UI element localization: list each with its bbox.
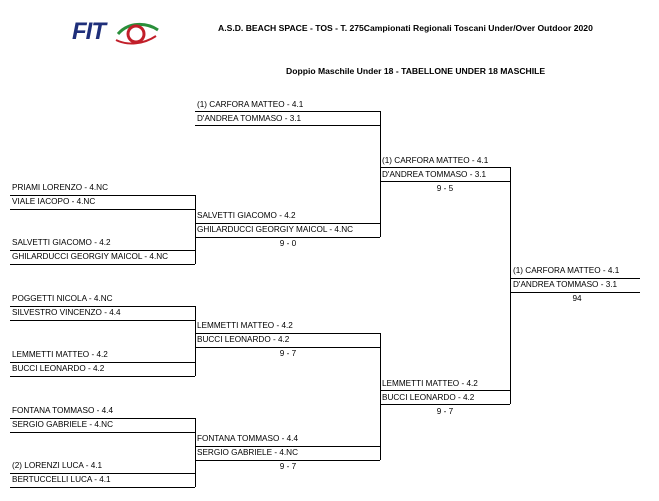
r1-m3-line-2 bbox=[10, 320, 195, 321]
r2-m3-player-1: LEMMETTI MATTEO - 4.2 bbox=[197, 321, 293, 330]
r2-m2-player-2: GHILARDUCCI GEORGIY MAICOL - 4.NC bbox=[197, 225, 354, 234]
r1-m5-line-1 bbox=[10, 418, 195, 419]
tournament-title: A.S.D. BEACH SPACE - TOS - T. 275Campion… bbox=[218, 23, 593, 33]
r1-m6-player-1: (2) LORENZI LUCA - 4.1 bbox=[12, 461, 103, 470]
r1-m6-line-2 bbox=[10, 487, 195, 488]
r1-m1-line-1 bbox=[10, 195, 195, 196]
r1-m2-line-1 bbox=[10, 250, 195, 251]
r2-connector-1 bbox=[380, 111, 381, 237]
sf-m1-player-2: D'ANDREA TOMMASO - 3.1 bbox=[382, 170, 487, 179]
sf-m1-line-2 bbox=[380, 181, 510, 182]
r1-connector-2 bbox=[195, 306, 196, 376]
r2-m1-player-1: (1) CARFORA MATTEO - 4.1 bbox=[197, 100, 304, 109]
r2-m2-player-1: SALVETTI GIACOMO - 4.2 bbox=[197, 211, 296, 220]
final-line-1 bbox=[510, 278, 640, 279]
r2-m3-score: 9 - 7 bbox=[279, 349, 297, 358]
r2-m4-score: 9 - 7 bbox=[279, 462, 297, 471]
final-player-1: (1) CARFORA MATTEO - 4.1 bbox=[513, 266, 620, 275]
sf-m2-player-1: LEMMETTI MATTEO - 4.2 bbox=[382, 379, 478, 388]
r1-m2-line-2 bbox=[10, 264, 195, 265]
tennis-ball-icon bbox=[115, 23, 159, 45]
r2-m2-line-2 bbox=[195, 237, 380, 238]
r1-m1-player-2: VIALE IACOPO - 4.NC bbox=[12, 197, 96, 206]
fit-logo: FIT bbox=[72, 18, 162, 48]
r2-m1-player-2: D'ANDREA TOMMASO - 3.1 bbox=[197, 114, 302, 123]
r1-m4-player-1: LEMMETTI MATTEO - 4.2 bbox=[12, 350, 108, 359]
r2-m4-line-1 bbox=[195, 446, 380, 447]
r2-connector-2 bbox=[380, 333, 381, 460]
r1-connector-1 bbox=[195, 195, 196, 264]
r2-m3-player-2: BUCCI LEONARDO - 4.2 bbox=[197, 335, 290, 344]
r1-m4-line-2 bbox=[10, 376, 195, 377]
r1-m2-player-1: SALVETTI GIACOMO - 4.2 bbox=[12, 238, 111, 247]
sf-m1-score: 9 - 5 bbox=[436, 184, 454, 193]
r1-connector-3 bbox=[195, 418, 196, 487]
sf-m2-player-2: BUCCI LEONARDO - 4.2 bbox=[382, 393, 475, 402]
sf-m2-line-2 bbox=[380, 404, 510, 405]
r1-m5-line-2 bbox=[10, 432, 195, 433]
fit-logo-text: FIT bbox=[72, 18, 106, 45]
r2-m4-player-2: SERGIO GABRIELE - 4.NC bbox=[197, 448, 299, 457]
r1-m3-player-1: POGGETTI NICOLA - 4.NC bbox=[12, 294, 113, 303]
r2-m1-line-1 bbox=[195, 111, 380, 112]
draw-title: Doppio Maschile Under 18 - TABELLONE UND… bbox=[286, 66, 546, 76]
r2-m4-line-2 bbox=[195, 460, 380, 461]
sf-m2-line-1 bbox=[380, 390, 510, 391]
sf-m2-score: 9 - 7 bbox=[436, 407, 454, 416]
r1-m3-player-2: SILVESTRO VINCENZO - 4.4 bbox=[12, 308, 121, 317]
final-player-2: D'ANDREA TOMMASO - 3.1 bbox=[513, 280, 618, 289]
sf-m1-player-1: (1) CARFORA MATTEO - 4.1 bbox=[382, 156, 489, 165]
r1-m3-line-1 bbox=[10, 306, 195, 307]
final-line-2 bbox=[510, 292, 640, 293]
r2-m3-line-2 bbox=[195, 347, 380, 348]
r2-m1-line-2 bbox=[195, 125, 380, 126]
r1-m5-player-2: SERGIO GABRIELE - 4.NC bbox=[12, 420, 114, 429]
final-score: 94 bbox=[572, 294, 582, 303]
r1-m4-player-2: BUCCI LEONARDO - 4.2 bbox=[12, 364, 105, 373]
r1-m1-player-1: PRIAMI LORENZO - 4.NC bbox=[12, 183, 108, 192]
r1-m6-line-1 bbox=[10, 473, 195, 474]
r2-m2-score: 9 - 0 bbox=[279, 239, 297, 248]
r1-m2-player-2: GHILARDUCCI GEORGIY MAICOL - 4.NC bbox=[12, 252, 169, 261]
r1-m6-player-2: BERTUCCELLI LUCA - 4.1 bbox=[12, 475, 111, 484]
r2-m3-line-1 bbox=[195, 333, 380, 334]
r1-m1-line-2 bbox=[10, 209, 195, 210]
r2-m4-player-1: FONTANA TOMMASO - 4.4 bbox=[197, 434, 298, 443]
r2-m2-line-1 bbox=[195, 223, 380, 224]
r1-m4-line-1 bbox=[10, 362, 195, 363]
sf-connector bbox=[510, 167, 511, 404]
sf-m1-line-1 bbox=[380, 167, 510, 168]
r1-m5-player-1: FONTANA TOMMASO - 4.4 bbox=[12, 406, 113, 415]
